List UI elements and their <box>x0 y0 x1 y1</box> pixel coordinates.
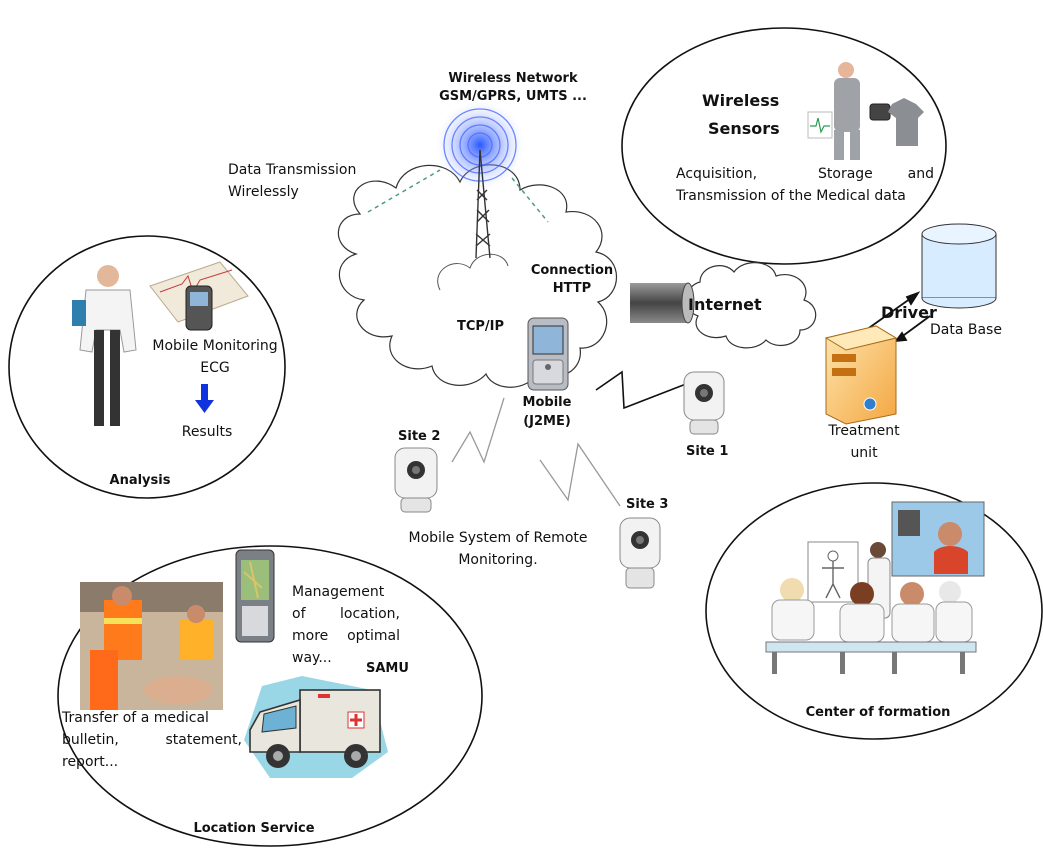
management-line3-word2: optimal <box>347 628 400 644</box>
sensors-desc-word1: Acquisition, <box>676 166 757 182</box>
transfer-line3: report... <box>62 754 118 770</box>
internet-pipe-end <box>681 282 695 324</box>
network-title-line2: GSM/GPRS, UMTS ... <box>439 89 587 104</box>
transmission-line1: Data Transmission <box>228 162 356 178</box>
wireless-link-right <box>511 177 549 223</box>
site1-label: Site 1 <box>686 444 728 459</box>
sensor-ecg-wave-icon <box>810 117 830 134</box>
network-title-line1: Wireless Network <box>448 71 578 86</box>
ambulance-icon <box>244 676 388 778</box>
sensors-title-line2: Sensors <box>708 119 780 138</box>
mobile-line1: Mobile <box>523 395 572 410</box>
gps-phone-icon <box>235 549 275 643</box>
site2-camera-icon <box>394 447 438 513</box>
internet-pipe <box>630 283 688 323</box>
driver-label: Driver <box>881 303 937 322</box>
treatment-line1: Treatment <box>827 423 900 439</box>
formation-title: Center of formation <box>806 705 951 720</box>
monitoring-line2: ECG <box>200 360 229 376</box>
treatment-server-icon <box>824 325 898 425</box>
sensors-title-line1: Wireless <box>702 91 779 110</box>
connection-line1: Connection <box>531 263 613 278</box>
analysis-ellipse <box>8 235 286 499</box>
signal-rings <box>443 108 517 182</box>
transfer-line1: Transfer of a medical <box>61 710 209 726</box>
doctor-figure-icon <box>72 265 137 426</box>
sensor-device-icon <box>869 103 891 121</box>
results-label: Results <box>182 424 233 440</box>
wireless-link-left <box>367 169 441 213</box>
tcpip-label: TCP/IP <box>457 319 504 334</box>
sensors-ellipse <box>621 27 947 265</box>
location-title: Location Service <box>193 821 314 836</box>
analysis-title: Analysis <box>110 473 171 488</box>
sensors-desc-word3: and <box>908 166 934 182</box>
signal-glow <box>436 101 524 189</box>
samu-label: SAMU <box>366 661 409 676</box>
internet-cloud <box>685 262 817 349</box>
internet-label: Internet <box>688 295 762 314</box>
antenna-tower-icon <box>475 149 491 259</box>
driver-arrows <box>865 291 931 343</box>
paramedics-photo-icon <box>80 582 223 710</box>
ecg-device-icon <box>149 261 249 331</box>
treatment-line2: unit <box>850 445 878 461</box>
transfer-line2-word2: statement, <box>165 732 242 748</box>
management-line4: way... <box>292 650 332 666</box>
transmission-line2: Wirelessly <box>228 184 299 200</box>
mobile-phone-icon <box>527 317 569 391</box>
sensor-body-suit-icon <box>834 62 860 160</box>
anatomy-chart-icon <box>807 541 859 603</box>
site2-label: Site 2 <box>398 429 440 444</box>
students-group-icon <box>765 578 977 674</box>
training-screen-icon <box>891 501 985 577</box>
management-line2-word1: of <box>292 606 307 622</box>
transfer-line2-word1: bulletin, <box>62 732 119 748</box>
system-line2: Monitoring. <box>458 552 537 568</box>
database-icon <box>921 223 997 309</box>
down-arrow-icon <box>195 384 214 413</box>
sensors-desc-word2: Storage <box>818 166 873 182</box>
link-site2 <box>451 397 505 464</box>
site3-camera-icon <box>619 517 661 589</box>
management-line3-word1: more <box>292 628 328 644</box>
system-line1: Mobile System of Remote <box>409 530 588 546</box>
mobile-line2: (J2ME) <box>523 414 571 429</box>
management-line2-word2: location, <box>340 606 400 622</box>
link-site3 <box>539 442 621 507</box>
connection-line2: HTTP <box>553 281 591 296</box>
network-cloud-inner <box>437 253 509 291</box>
management-line1: Management <box>292 584 385 600</box>
formation-ellipse <box>705 482 1043 740</box>
location-ellipse <box>57 545 483 847</box>
sensors-desc-line2: Transmission of the Medical data <box>675 188 906 204</box>
link-site1 <box>595 370 687 410</box>
monitoring-line1: Mobile Monitoring <box>152 338 277 354</box>
database-label: Data Base <box>930 322 1002 338</box>
site3-label: Site 3 <box>626 497 668 512</box>
sensor-shirt-icon <box>888 98 924 146</box>
site1-camera-icon <box>683 371 725 435</box>
